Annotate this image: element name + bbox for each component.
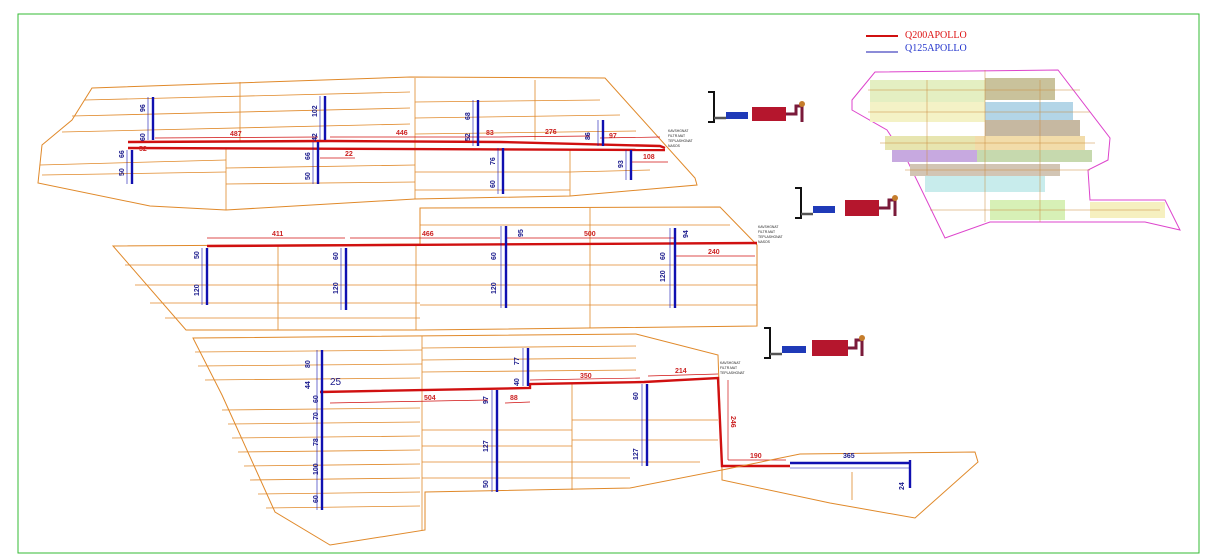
dim-label: 500 xyxy=(584,231,596,238)
drawing-frame xyxy=(17,13,1200,554)
dim-label: 96 xyxy=(140,104,147,112)
pump-note-1: KAVSHGNAT FILTR.MAT TEPLASHGNAT NASOS xyxy=(668,119,697,148)
dim-label: 60 xyxy=(490,180,497,188)
dim-label: 60 xyxy=(633,392,640,400)
dim-label: 52 xyxy=(465,133,472,141)
block4-outline xyxy=(721,451,979,519)
dim-label: 94 xyxy=(683,230,690,238)
dim-label: 60 xyxy=(313,395,320,403)
dim-label: 97 xyxy=(609,133,617,140)
dim-label: 108 xyxy=(643,154,655,161)
dim-label: 78 xyxy=(313,438,320,446)
dim-label: 60 xyxy=(140,133,147,141)
dim-label: 25 xyxy=(330,377,342,388)
dim-label: 83 xyxy=(486,130,494,137)
dim-label: 52 xyxy=(139,146,147,153)
dim-label: 446 xyxy=(396,130,408,137)
dim-label: 120 xyxy=(660,270,667,282)
dim-label: 127 xyxy=(633,448,640,460)
dim-label: 40 xyxy=(514,378,521,386)
dim-label: 70 xyxy=(313,412,320,420)
dim-label: 97 xyxy=(483,396,490,404)
dim-label: 50 xyxy=(305,172,312,180)
pump-note-2: KAVSHGNAT FILTR.MAT TEPLASHGNAT NASOS xyxy=(758,215,787,244)
dim-label: 44 xyxy=(305,381,312,389)
dim-label: 50 xyxy=(483,480,490,488)
dim-label: 100 xyxy=(313,463,320,475)
dim-label: 411 xyxy=(272,231,283,238)
block3-outline xyxy=(192,333,723,546)
dim-label: 88 xyxy=(510,395,518,402)
legend-red-label: Q200APOLLO xyxy=(905,30,967,41)
dim-label: 93 xyxy=(618,160,625,168)
dim-label: 60 xyxy=(313,495,320,503)
dim-label: 24 xyxy=(899,482,906,490)
field-block-3: 80 44 25 60 70 78 100 60 504 97 88 127 5… xyxy=(192,333,979,546)
pump-note-3: KAVSHGNAT FILTR.MAT TEPLASHGNAT xyxy=(720,351,745,375)
dim-label: 276 xyxy=(545,129,557,136)
dim-label: 66 xyxy=(119,150,126,158)
dim-label: 190 xyxy=(750,453,762,460)
dim-label: 66 xyxy=(305,152,312,160)
dim-label: 246 xyxy=(729,416,736,428)
dim-label: 60 xyxy=(660,252,667,260)
dim-label: 240 xyxy=(708,249,720,256)
dim-label: 350 xyxy=(580,373,592,380)
overview-minimap xyxy=(851,69,1181,239)
dim-label: 42 xyxy=(312,133,319,141)
dim-label: 120 xyxy=(333,282,340,294)
dim-label: 127 xyxy=(483,440,490,452)
dim-label: 365 xyxy=(843,453,855,460)
dim-label: 80 xyxy=(305,360,312,368)
dim-label: 466 xyxy=(422,231,434,238)
dim-label: 102 xyxy=(312,105,319,117)
block2-outline xyxy=(111,206,758,331)
dim-label: 86 xyxy=(585,132,592,140)
dim-label: 487 xyxy=(230,131,242,138)
dim-label: 120 xyxy=(491,282,498,294)
dim-label: 504 xyxy=(424,395,436,402)
dim-label: 77 xyxy=(514,357,521,365)
dim-label: 50 xyxy=(119,168,126,176)
dim-label: 95 xyxy=(518,229,525,237)
dim-label: 120 xyxy=(194,284,201,296)
dim-label: 60 xyxy=(333,252,340,260)
dim-label: 68 xyxy=(465,112,472,120)
legend: Q200APOLLO Q125APOLLO xyxy=(866,30,967,54)
dim-label: 214 xyxy=(675,368,687,375)
legend-blue-label: Q125APOLLO xyxy=(905,43,967,54)
dim-label: 50 xyxy=(194,251,201,259)
pump-station-3 xyxy=(764,327,865,359)
pump-station-1 xyxy=(708,91,805,123)
dim-label: 22 xyxy=(345,151,353,158)
dim-label: 60 xyxy=(491,252,498,260)
field-block-1: 96 60 66 50 52 487 102 42 66 50 22 446 6… xyxy=(37,76,698,211)
dim-label: 76 xyxy=(490,157,497,165)
pump-station-2 xyxy=(795,187,898,219)
field-block-2: 411 466 95 500 94 240 50 120 60 120 60 1… xyxy=(111,206,758,331)
